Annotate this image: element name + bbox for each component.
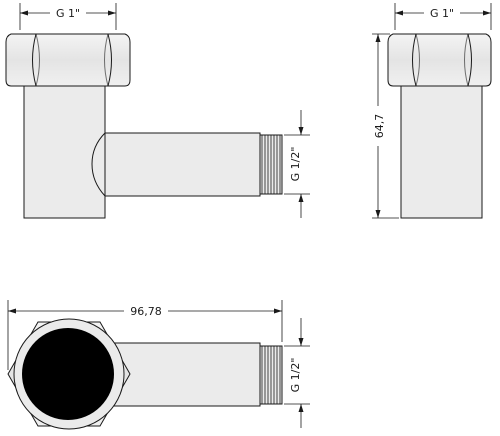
side-top-dimension: G 1" [394,3,492,30]
side-height-dimension-label: 64,7 [373,114,386,139]
side-view-hex-nut [387,33,492,87]
top-thread-dimension: G 1/2" [284,318,310,428]
front-view-hex-nut [5,33,131,87]
front-top-dimension: G 1" [19,3,117,30]
top-length-dimension-label: 96,78 [130,305,162,318]
top-view-end-hole [22,328,114,420]
front-thread-dimension-label: G 1/2" [289,147,302,182]
side-height-dimension: 64,7 [370,33,399,219]
side-top-dimension-label: G 1" [430,7,454,20]
top-length-dimension: 96,78 [7,300,283,370]
top-thread-dimension-label: G 1/2" [289,358,302,393]
front-view-body [23,85,106,219]
front-view-thread [259,134,283,195]
front-thread-dimension: G 1/2" [284,110,310,218]
front-view: G 1" G 1/2" [5,3,310,219]
side-view: G 1" 64,7 [370,3,492,219]
front-view-arm [91,132,261,197]
side-view-body [400,85,483,219]
front-top-dimension-label: G 1" [56,7,80,20]
top-view-arm [109,342,261,407]
top-view-thread [259,345,283,405]
top-view: 96,78 G 1/2" [7,300,310,430]
